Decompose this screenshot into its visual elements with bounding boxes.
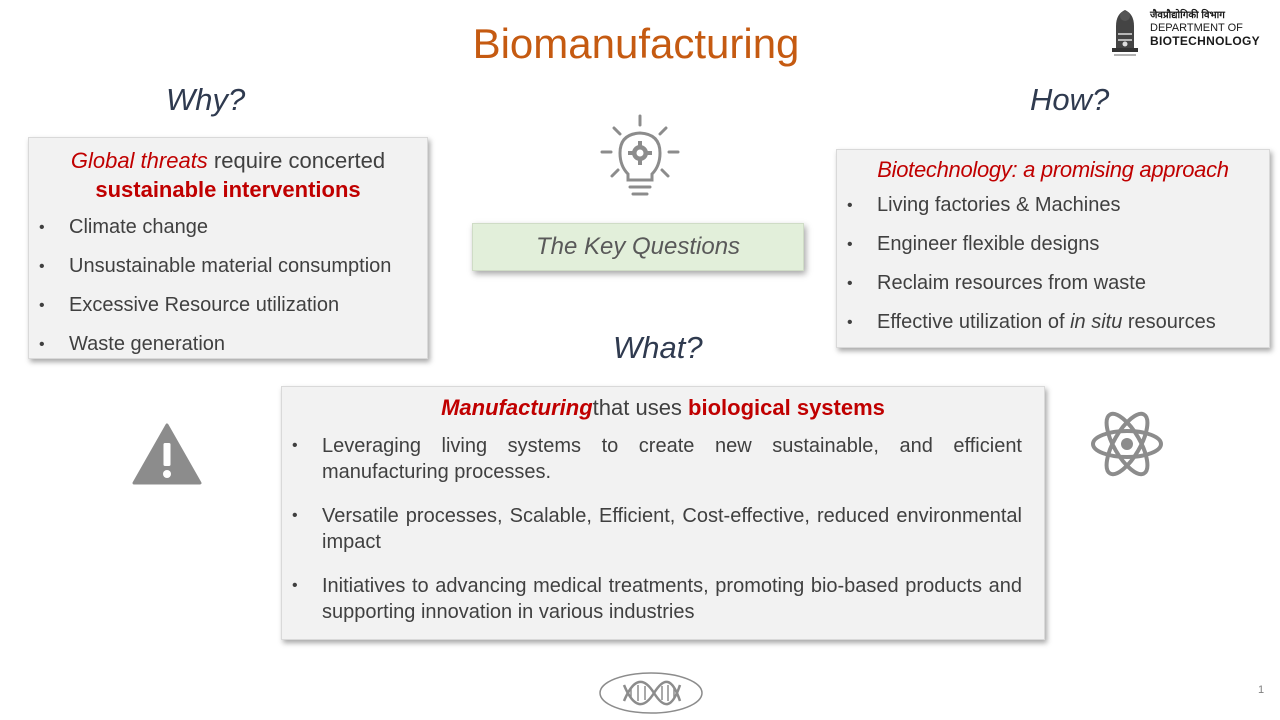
how-item4-post: resources: [1122, 311, 1216, 333]
list-item: Effective utilization of in situ resourc…: [837, 303, 1269, 342]
why-head-sustainable: sustainable interventions: [95, 177, 361, 202]
logo-text: जैवप्रौद्योगिकी विभाग DEPARTMENT OF BIOT…: [1150, 9, 1260, 48]
what-head-manufacturing: Manufacturing: [441, 395, 593, 420]
lightbulb-gear-icon: [600, 114, 680, 196]
list-item: Engineer flexible designs: [837, 225, 1269, 264]
why-list: Climate change Unsustainable material co…: [29, 208, 427, 364]
why-head-require: require concerted: [207, 148, 386, 173]
list-item: Waste generation: [29, 325, 427, 364]
how-box-header: Biotechnology: a promising approach: [877, 157, 1229, 182]
dna-icon: [599, 672, 703, 714]
ashoka-emblem-icon: [1112, 10, 1138, 56]
why-box-header: Global threats require concerted sustain…: [29, 146, 427, 204]
how-item4-pre: Effective utilization of: [877, 311, 1071, 333]
why-box: Global threats require concerted sustain…: [28, 137, 428, 364]
what-box-header: Manufacturingthat uses biological system…: [282, 393, 1044, 422]
how-list: Living factories & Machines Engineer fle…: [837, 186, 1269, 342]
warning-icon: [132, 423, 202, 485]
how-box: Biotechnology: a promising approach Livi…: [836, 149, 1270, 348]
how-item4-insitu: in situ: [1070, 311, 1123, 333]
slide-title: Biomanufacturing: [472, 20, 800, 67]
page-number: 1: [1258, 684, 1265, 696]
atom-icon: [1091, 411, 1163, 477]
logo-hindi-text: जैवप्रौद्योगिकी विभाग: [1150, 10, 1225, 21]
what-heading: What?: [613, 330, 703, 365]
key-questions-box: The Key Questions: [472, 223, 804, 271]
dbt-logo: जैवप्रौद्योगिकी विभाग DEPARTMENT OF BIOT…: [1108, 4, 1276, 60]
how-heading: How?: [1030, 82, 1110, 117]
list-item: Leveraging living systems to create new …: [282, 433, 1022, 485]
what-head-uses: that uses: [592, 395, 689, 420]
list-item: Initiatives to advancing medical treatme…: [282, 573, 1022, 625]
list-item: Unsustainable material consumption: [29, 247, 427, 286]
list-item: Climate change: [29, 208, 427, 247]
what-list: Leveraging living systems to create new …: [282, 433, 1044, 625]
what-box: Manufacturingthat uses biological system…: [281, 386, 1045, 640]
list-item: Reclaim resources from waste: [837, 264, 1269, 303]
list-item: Living factories & Machines: [837, 186, 1269, 225]
what-head-biological: biological systems: [688, 395, 885, 420]
why-heading: Why?: [166, 82, 246, 117]
list-item: Versatile processes, Scalable, Efficient…: [282, 503, 1022, 555]
logo-biotechnology-text: BIOTECHNOLOGY: [1150, 34, 1260, 48]
list-item: Excessive Resource utilization: [29, 286, 427, 325]
why-head-global-threats: Global threats: [70, 148, 208, 173]
logo-department-text: DEPARTMENT OF: [1150, 22, 1243, 34]
